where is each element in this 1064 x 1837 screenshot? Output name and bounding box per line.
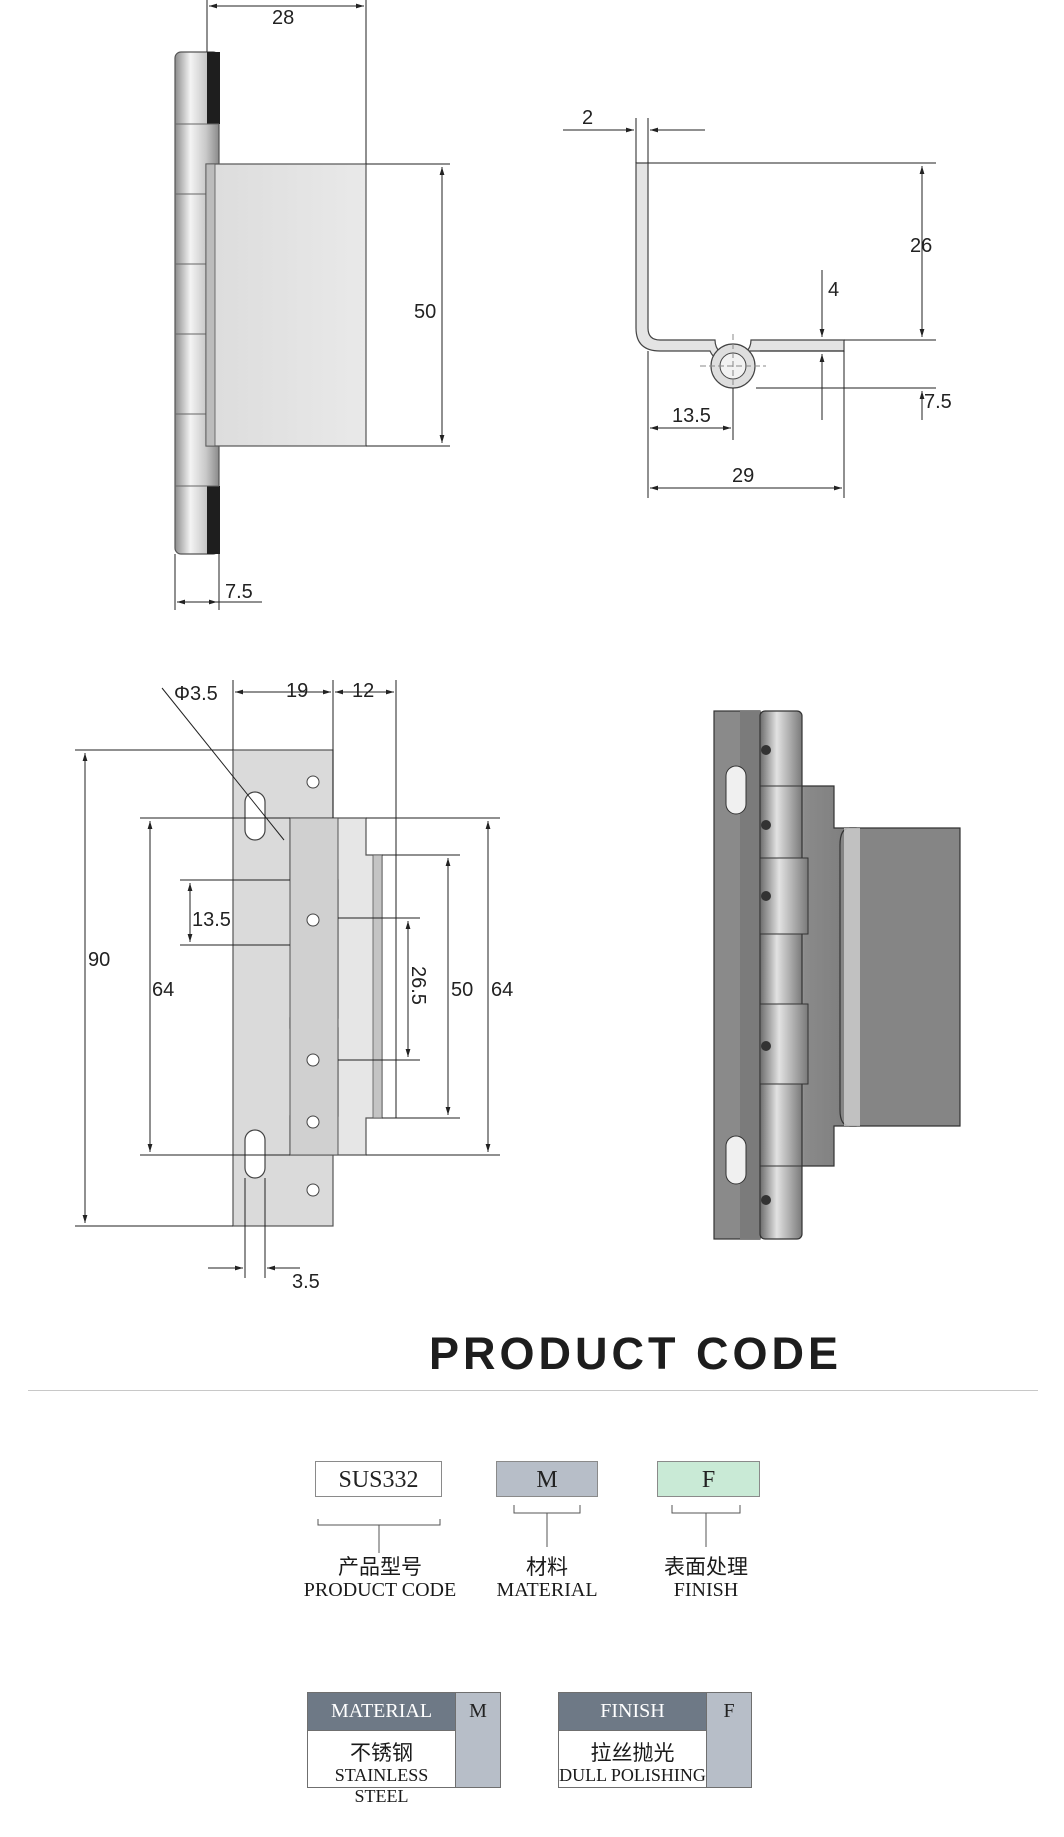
- dim-hole-diameter: Φ3.5: [174, 683, 218, 705]
- dim-span-64-left: 64: [152, 979, 174, 1001]
- product-code-label-cn: 产品型号: [338, 1555, 422, 1579]
- dim-width-12: 12: [352, 680, 374, 702]
- dim-offset-4: 4: [828, 279, 839, 301]
- material-table-header: MATERIAL: [308, 1693, 455, 1730]
- dim-span-64-right: 64: [491, 979, 513, 1001]
- finish-table: FINISH F 拉丝抛光 DULL POLISHING: [558, 1692, 752, 1788]
- end-profile: [563, 118, 936, 498]
- dim-mid-26-5: 26.5: [407, 966, 429, 1005]
- material-label-cn: 材料: [526, 1555, 568, 1579]
- material-table: MATERIAL M 不锈钢 STAINLESS STEEL: [307, 1692, 501, 1806]
- finish-label-en: FINISH: [673, 1579, 739, 1601]
- dim-depth-29: 29: [732, 465, 754, 487]
- dim-slot-3-5: 3.5: [292, 1271, 320, 1293]
- technical-drawing: 28 50 7.5 2 26 4 7.5 13.5 29: [75, 0, 961, 1293]
- dim-tab-13-5: 13.5: [192, 909, 231, 931]
- dim-height-50: 50: [414, 301, 436, 323]
- material-table-en: STAINLESS STEEL: [334, 1765, 429, 1806]
- finish-label-cn: 表面处理: [664, 1555, 748, 1579]
- finish-table-code-cell: [706, 1730, 751, 1787]
- finish-table-divider: [559, 1730, 751, 1731]
- material-code-box: M: [496, 1461, 598, 1497]
- dim-pin-7-5: 7.5: [924, 391, 952, 413]
- material-table-code: M: [455, 1693, 500, 1730]
- material-table-code-cell: [455, 1730, 500, 1787]
- front-view: [75, 680, 500, 1278]
- material-table-divider: [308, 1730, 500, 1731]
- finish-table-en: DULL POLISHING: [559, 1765, 706, 1785]
- dim-knuckle-7-5: 7.5: [225, 581, 253, 603]
- dim-width-28: 28: [272, 7, 294, 29]
- isometric-view: [713, 710, 961, 1240]
- finish-code-box: F: [657, 1461, 760, 1497]
- dim-overall-90: 90: [88, 949, 110, 971]
- code-brackets: [317, 1505, 741, 1553]
- product-code-box: SUS332: [315, 1461, 442, 1497]
- side-view: [174, 0, 450, 610]
- divider: [28, 1390, 1038, 1391]
- dim-width-19: 19: [286, 680, 308, 702]
- material-table-cn: 不锈钢: [350, 1741, 413, 1765]
- dim-height-26: 26: [910, 235, 932, 257]
- finish-table-header: FINISH: [559, 1693, 706, 1730]
- finish-table-cn: 拉丝抛光: [590, 1741, 675, 1765]
- dim-pin-center-13-5: 13.5: [672, 405, 711, 427]
- dim-plate-50: 50: [451, 979, 473, 1001]
- product-code-heading: PRODUCT CODE: [428, 1328, 842, 1379]
- material-label-en: MATERIAL: [496, 1579, 598, 1601]
- finish-table-code: F: [706, 1693, 751, 1730]
- dim-thickness-2: 2: [582, 107, 593, 129]
- product-code-label-en: PRODUCT CODE: [303, 1579, 457, 1601]
